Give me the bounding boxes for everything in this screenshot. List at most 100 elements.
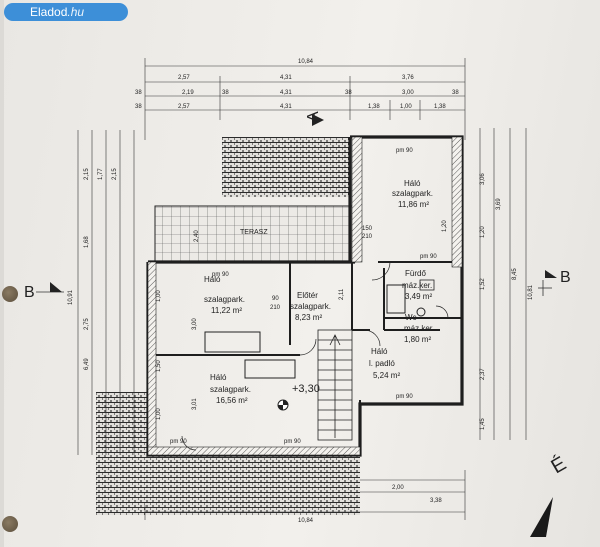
roof-area-north xyxy=(222,137,350,197)
dim-inner-c: 2,40 xyxy=(194,230,200,242)
dim-right-e: 1,52 xyxy=(480,278,486,290)
dim-left-total: 10,91 xyxy=(68,289,74,305)
dim-top-2e: 38 xyxy=(345,90,352,96)
dim-top-1a: 2,57 xyxy=(178,75,190,81)
dim-left-b: 1,77 xyxy=(98,168,104,180)
room-halo-w-area: 11,22 m² xyxy=(211,306,242,315)
room-eloter-floor: szalagpark. xyxy=(290,302,331,311)
room-furdo-name: Fürdő xyxy=(405,269,426,278)
wall-hatch-south xyxy=(147,446,361,456)
room-halo-ne-area: 11,86 m² xyxy=(398,200,429,209)
dim-top-3b: 2,57 xyxy=(178,104,190,110)
dim-inner-k: 150 xyxy=(362,226,373,232)
staircase xyxy=(317,329,353,441)
room-furdo-floor: máz.ker. xyxy=(402,281,432,290)
dim-right-d: 1,20 xyxy=(480,226,486,238)
dim-top-2a: 38 xyxy=(135,90,142,96)
sink xyxy=(419,279,435,291)
dim-right-g: 1,45 xyxy=(480,418,486,430)
roof-area-south xyxy=(96,392,360,515)
dim-bottom-total: 10,84 xyxy=(298,518,314,524)
room-halo-sw-area: 16,56 m² xyxy=(216,396,248,405)
room-halo-ne-floor: szalagpark. xyxy=(392,189,433,198)
wardrobe-south xyxy=(244,359,296,379)
bathtub xyxy=(386,284,406,314)
dim-top-2g: 38 xyxy=(452,90,459,96)
wall-hatch-east xyxy=(451,136,463,268)
dim-right-total: 10,81 xyxy=(528,284,534,300)
dim-inner-g: 1,00 xyxy=(156,290,162,302)
dim-top-3d: 1,38 xyxy=(368,104,380,110)
dim-top-3f: 1,38 xyxy=(434,104,446,110)
watermark-suffix: .hu xyxy=(67,5,85,19)
room-halo-e-area: 5,24 m² xyxy=(373,371,400,380)
watermark-brand: Eladod xyxy=(30,5,68,19)
room-wc-floor: máz.ker. xyxy=(404,324,434,333)
dim-inner-b: 3,01 xyxy=(192,398,198,410)
dim-left-e: 2,75 xyxy=(84,318,90,330)
dim-left-f: 6,49 xyxy=(84,358,90,370)
dim-inner-f: 1,20 xyxy=(442,220,448,232)
section-arrow-left-icon xyxy=(50,282,62,292)
dim-top-2c: 38 xyxy=(222,90,229,96)
section-label-b-left: B xyxy=(24,284,35,301)
room-wc-area: 1,80 m² xyxy=(404,335,431,344)
room-wc-name: Wc xyxy=(405,313,417,322)
section-line-b xyxy=(36,280,552,296)
dim-left-d: 1,68 xyxy=(84,236,90,248)
dim-top-3a: 38 xyxy=(135,104,142,110)
dim-top-3c: 4,31 xyxy=(280,104,292,110)
section-arrow-top-icon xyxy=(312,114,324,126)
toilet-icon xyxy=(416,307,426,317)
binder-hole-bottom xyxy=(2,516,18,532)
dimension-lines-bottom xyxy=(144,470,466,520)
dim-top-1c: 3,76 xyxy=(402,75,414,81)
door-swings xyxy=(181,261,449,451)
door-label-4: pm 90 xyxy=(284,439,301,445)
wall-hatch-west xyxy=(147,261,157,456)
dim-top-1b: 4,31 xyxy=(280,75,292,81)
dim-right-f: 2,37 xyxy=(480,368,486,380)
dimension-lines-right xyxy=(479,128,527,440)
dim-top-2b: 2,19 xyxy=(182,90,194,96)
level-mark-fill-icon xyxy=(278,400,288,410)
dimension-lines-top xyxy=(144,58,466,140)
compass-label: É xyxy=(547,452,570,479)
room-halo-w-name: Háló xyxy=(204,275,221,284)
north-arrow-icon xyxy=(530,497,553,537)
dim-left-a: 2,15 xyxy=(84,168,90,180)
wardrobe-west xyxy=(204,331,261,353)
door-label-5: pm 90 xyxy=(396,394,413,400)
binder-hole-top xyxy=(2,286,18,302)
door-label-1: pm 90 xyxy=(396,148,413,154)
dim-top-2d: 4,31 xyxy=(280,90,292,96)
section-label-a: A xyxy=(305,111,322,122)
section-label-b-right: B xyxy=(560,269,571,286)
dim-top-3e: 1,00 xyxy=(400,104,412,110)
dim-inner-l: 210 xyxy=(362,234,373,240)
room-halo-sw-name: Háló xyxy=(210,373,227,382)
inner-walls xyxy=(152,261,462,404)
dim-inner-j: 210 xyxy=(270,305,281,311)
wall-hatch-north xyxy=(351,136,363,263)
dim-inner-e: 1,50 xyxy=(156,360,162,372)
dimension-lines-left xyxy=(77,130,135,455)
room-halo-e-name: Háló xyxy=(371,347,388,356)
dim-right-a: 3,06 xyxy=(480,173,486,185)
dim-inner-a: 3,00 xyxy=(192,318,198,330)
dim-inner-d: 2,11 xyxy=(339,288,345,300)
room-halo-ne-name: Háló xyxy=(404,179,421,188)
room-eloter-name: Előtér xyxy=(297,291,318,300)
dim-bottom-a: 2,00 xyxy=(392,485,404,491)
door-label-2: pm 90 xyxy=(212,272,229,278)
dim-bottom-b: 3,38 xyxy=(430,498,442,504)
dim-inner-h: 1,00 xyxy=(156,408,162,420)
dim-right-c: 8,45 xyxy=(512,268,518,280)
dim-inner-i: 90 xyxy=(272,296,279,302)
room-halo-sw-floor: szalagpark. xyxy=(210,385,251,394)
room-furdo-area: 3,49 m² xyxy=(405,292,432,301)
section-arrow-right-icon xyxy=(545,270,557,278)
room-halo-w-floor: szalagpark. xyxy=(204,295,245,304)
